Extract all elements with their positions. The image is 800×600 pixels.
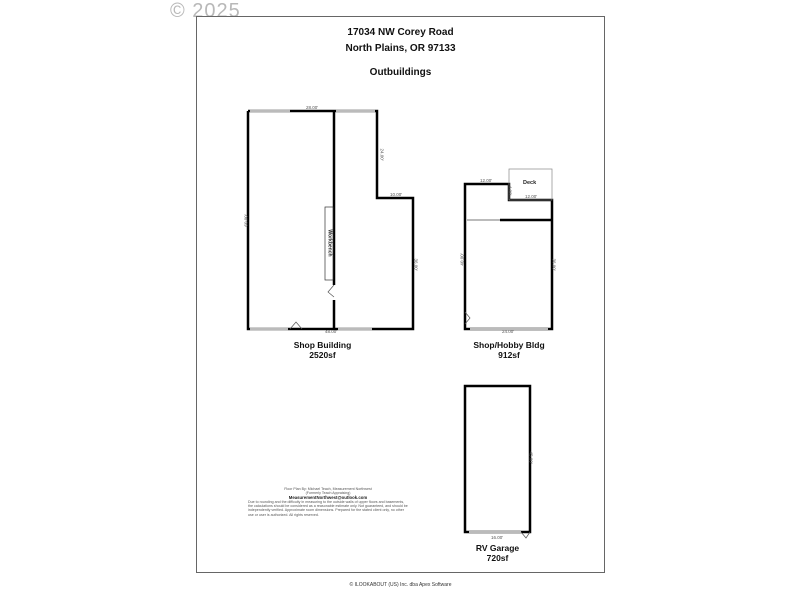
dim-label: 10.00' xyxy=(390,192,403,197)
preparer-former: (Formerly Teach Appraising) xyxy=(305,491,351,496)
deck-outline xyxy=(508,168,553,201)
workbench-label: Workbench xyxy=(326,229,333,257)
dim-label: 24.00' xyxy=(502,329,515,334)
rv-garage-walls xyxy=(463,384,532,534)
dim-label: 12.00' xyxy=(525,194,538,199)
shop-hobby-walls xyxy=(463,182,554,331)
dim-label: 4.00' xyxy=(507,185,513,196)
preparer-email: MeasurementNorthwest@outlook.com xyxy=(288,494,368,500)
building-area: 720sf xyxy=(486,553,509,563)
dim-label: 16.00' xyxy=(491,535,504,540)
door-icon xyxy=(289,284,335,330)
dim-label: 24.00' xyxy=(379,148,385,161)
dim-label: 40.00' xyxy=(459,253,465,266)
building-area: 2520sf xyxy=(309,350,336,360)
page-frame xyxy=(196,16,605,573)
dim-label: 48.00' xyxy=(325,329,338,334)
address-line1: 17034 NW Corey Road xyxy=(347,27,454,38)
page-title: Outbuildings xyxy=(369,67,432,78)
dim-label: 60.00' xyxy=(243,214,249,227)
building-area: 912sf xyxy=(498,350,520,360)
building-name: RV Garage xyxy=(475,543,520,553)
dim-label: 36.00' xyxy=(413,258,419,271)
preparer-line: Floor Plan By: Michael Teach, Measuremen… xyxy=(284,487,372,491)
door-icon xyxy=(520,531,531,539)
building-name: Shop/Hobby Bldg xyxy=(473,340,545,350)
footer-credit: © ILOOKABOUT (US) Inc. dba Apex Software xyxy=(349,582,452,588)
address-line2: North Plains, OR 97133 xyxy=(345,43,456,54)
shop-building-walls xyxy=(246,109,415,331)
dim-label: 45.00' xyxy=(528,451,534,464)
shop-building-openings xyxy=(250,109,375,331)
dim-label: 36.00' xyxy=(551,258,557,271)
deck-label: Deck xyxy=(523,180,537,186)
dim-label: 28.00' xyxy=(306,105,319,110)
door-icon xyxy=(464,311,471,325)
disclaimer: Due to rounding and the difficulty in me… xyxy=(248,499,408,517)
dim-label: 12.00' xyxy=(480,178,493,183)
building-name: Shop Building xyxy=(293,340,352,350)
preparer-notes: Floor Plan By: Michael Teach, Measuremen… xyxy=(248,487,408,517)
workbench xyxy=(324,206,334,281)
shop-hobby-openings xyxy=(467,219,548,330)
